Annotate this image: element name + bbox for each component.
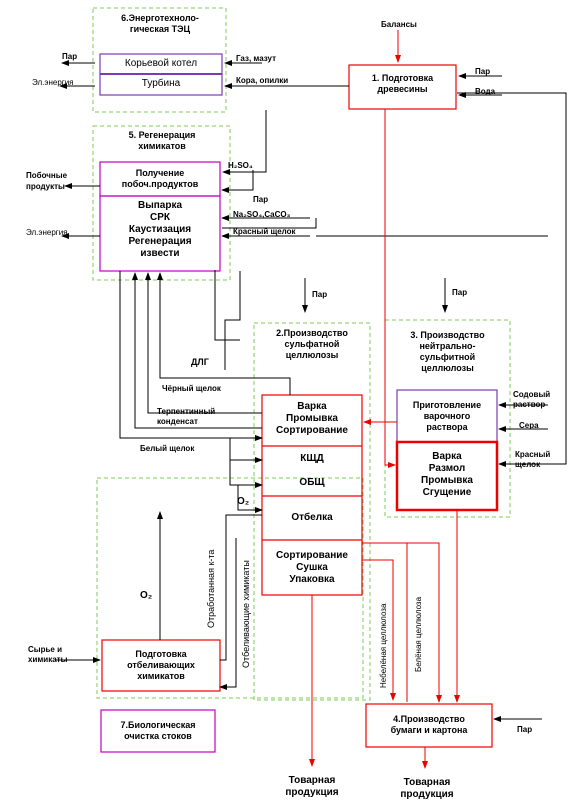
label-voda: Вода xyxy=(475,87,496,96)
label-chern: Чёрный щелок xyxy=(162,384,221,393)
label-par-tec: Пар xyxy=(62,52,78,61)
box-proizv-bum xyxy=(365,703,493,748)
label-par5: Пар xyxy=(517,725,533,734)
label-el-energ1: Эл.энергия xyxy=(32,78,74,87)
label-el-energ2: Эл.энергия xyxy=(26,228,68,237)
box-podgotovka xyxy=(348,64,457,110)
label-otbel-him: Отбеливающие химикаты xyxy=(241,560,251,668)
otbelka-label: Отбелка xyxy=(291,512,333,523)
bio-label: 7.Биологическая очистка стоков xyxy=(120,720,196,741)
box-podg-otbel xyxy=(101,639,221,692)
varka-razmol-label: Варка Размол Промывка Сгущение xyxy=(421,451,473,498)
label-nebel: Небелёная целлюлоза xyxy=(379,603,388,688)
frame-sulf xyxy=(253,322,371,701)
box-bio xyxy=(100,709,216,753)
label-dlg: ДЛГ xyxy=(191,357,209,367)
label-tovar1: Товарная продукция xyxy=(285,775,339,798)
podg-otbel-label: Подготовка отбеливающих химикатов xyxy=(127,649,195,681)
label-o2a: O₂ xyxy=(237,496,250,507)
neutral-title: 3. Производство нейтрально- сульфитной ц… xyxy=(410,330,485,373)
vyparka-label: Выпарка СРК Каустизация Регенерация изве… xyxy=(128,200,192,259)
label-terp: Терпентинный конденсат xyxy=(157,407,216,426)
varka-prom-label: Варка Промывка Сортирование xyxy=(276,401,348,436)
label-krasny2: Красный щелок xyxy=(515,450,551,469)
label-sera: Сера xyxy=(519,421,539,430)
label-par1: Пар xyxy=(475,67,491,76)
label-belen: Белёная целлюлоза xyxy=(414,596,423,672)
proizv-bum-label: 4.Производство бумаги и картона xyxy=(390,714,468,735)
label-pobochnye: Побочные продукты xyxy=(26,171,68,191)
box-varka-razmol xyxy=(395,440,499,512)
label-par2: Пар xyxy=(253,195,269,204)
label-par3: Пар xyxy=(312,290,328,299)
label-gaz: Газ, мазут xyxy=(236,54,276,63)
label-h2so4: H₂SO₄ xyxy=(228,161,253,170)
label-krasny1: Красный щелок xyxy=(233,227,296,236)
label-otrab: Отработанная к-та xyxy=(206,549,216,628)
label-o2b: O₂ xyxy=(140,590,153,601)
label-par4: Пар xyxy=(452,288,468,297)
prigot-label: Приготовление варочного раствора xyxy=(412,400,482,432)
label-sodovy: Содовый раствор xyxy=(513,390,551,409)
label-kora: Кора, опилки xyxy=(236,76,289,85)
box-vyparka xyxy=(99,195,221,272)
kotel-label: Корьевой котел xyxy=(124,58,198,69)
regen-title: 5. Регенерация химикатов xyxy=(128,130,196,151)
label-tovar2: Товарная продукция xyxy=(400,777,454,800)
poluchenie-label: Получение побоч.продуктов xyxy=(121,168,199,189)
label-balansy: Балансы xyxy=(381,20,417,29)
label-syrye: Сырье и химикаты xyxy=(28,645,68,664)
obsh-label: ОБЩ xyxy=(299,477,325,488)
tec-title: 6.Энерготехноло- гическая ТЭЦ xyxy=(121,13,199,34)
podgotovka-label: 1. Подготовка древесины xyxy=(371,73,434,94)
sulf-title: 2.Производство сульфатной целлюлозы xyxy=(276,328,348,360)
frame-regen xyxy=(92,125,231,281)
sortirovanie-label: Сортирование Сушка Упаковка xyxy=(276,550,348,585)
label-na2so4: Na₂SO₄,CaCO₃ xyxy=(233,210,291,219)
label-bely: Белый щелок xyxy=(140,444,195,453)
turbina-label: Турбина xyxy=(141,78,181,89)
kshd-label: КЩД xyxy=(300,453,324,464)
